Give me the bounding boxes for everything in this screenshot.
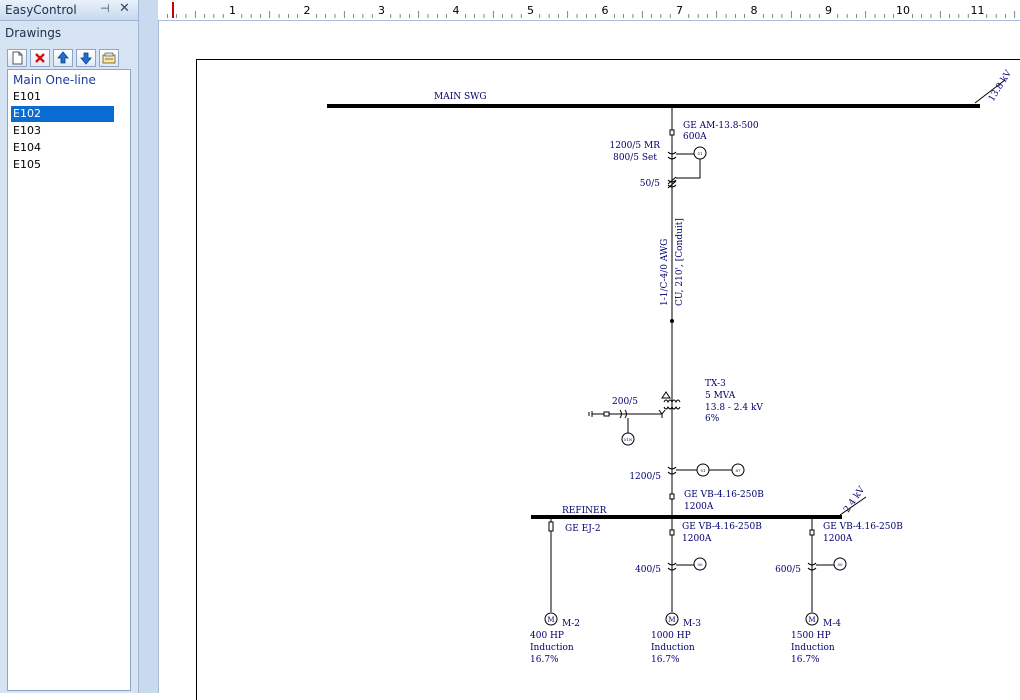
ruler-number: 11 [971,4,985,17]
drawing-list-item[interactable]: Main One-line [13,73,96,87]
ruler-number: 2 [304,4,311,17]
properties-icon [102,52,116,64]
ruler-number: 9 [825,4,832,17]
ruler-number: 7 [676,4,683,17]
ruler-number: 10 [896,4,910,17]
ruler-number: 4 [453,4,460,17]
delete-icon [35,53,45,63]
drawing-list-item[interactable]: E103 [13,124,41,137]
pin-icon[interactable]: ⊣ [100,2,110,15]
move-up-button[interactable] [53,49,73,67]
drawing-sheet [196,59,1020,700]
drawing-canvas[interactable] [159,21,1020,693]
drawings-pane: EasyControl ⊣ ✕ Drawings [0,0,139,693]
pane-title: EasyControl [5,3,77,17]
section-label: Drawings [5,26,62,40]
drawing-list-item[interactable]: E101 [13,90,41,103]
ruler-number: 3 [378,4,385,17]
properties-button[interactable] [99,49,119,67]
drawing-list-item[interactable]: E104 [13,141,41,154]
delete-drawing-button[interactable] [30,49,50,67]
move-up-icon [57,51,69,64]
ruler-number: 5 [527,4,534,17]
close-icon[interactable]: ✕ [119,1,130,16]
pane-title-bar: EasyControl ⊣ ✕ [0,0,138,21]
new-drawing-button[interactable] [7,49,27,67]
drawing-list-item[interactable]: E102 [11,106,114,122]
drawings-toolbar [7,49,121,67]
ruler-number: 6 [602,4,609,17]
ruler-number: 8 [751,4,758,17]
new-page-icon [12,51,23,65]
ruler-graphic: 1 2 3 4 5 6 7 8 9 10 11 [167,2,1016,18]
vertical-ruler-strip [139,0,159,693]
horizontal-ruler: 1 2 3 4 5 6 7 8 9 10 11 [158,0,1020,21]
ruler-number: 1 [229,4,236,17]
drawing-list-item[interactable]: E105 [13,158,41,171]
move-down-button[interactable] [76,49,96,67]
drawings-section-header: Drawings [0,22,138,42]
move-down-icon [80,52,92,65]
